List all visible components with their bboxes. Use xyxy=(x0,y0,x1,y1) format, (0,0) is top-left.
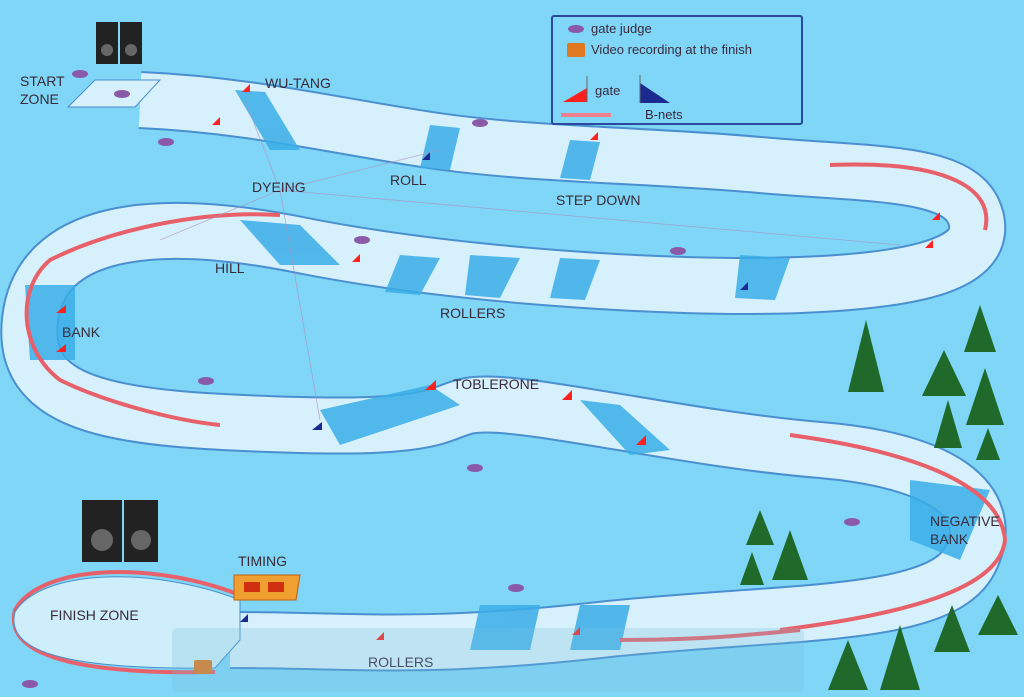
label-start-zone: START xyxy=(20,73,65,89)
gate-icon xyxy=(376,632,384,640)
camera-icon xyxy=(194,660,212,674)
speakers-icon xyxy=(82,500,158,562)
label-wu-tang: WU-TANG xyxy=(265,75,331,91)
label-hill: HILL xyxy=(215,260,245,276)
gate-icon xyxy=(56,305,66,313)
label-roll: ROLL xyxy=(390,172,427,188)
gate-judges xyxy=(22,70,860,688)
gate-icon xyxy=(932,212,940,220)
legend-gate: gate xyxy=(595,82,621,98)
legend: gate judge Video recording at the finish… xyxy=(551,15,803,125)
gate-icon xyxy=(56,344,66,352)
tree-icon xyxy=(880,625,920,690)
gate-icon xyxy=(240,614,248,622)
feature-bands xyxy=(25,90,990,650)
gate-judge-icon xyxy=(198,377,214,385)
gate-icon xyxy=(425,380,436,390)
gate-icon xyxy=(572,627,580,635)
label-start-zone: ZONE xyxy=(20,91,59,107)
gate-icon xyxy=(563,76,588,102)
gate-icon xyxy=(312,422,322,430)
gates xyxy=(56,84,940,640)
label-toblerone: TOBLERONE xyxy=(453,376,539,392)
camera-icon xyxy=(567,42,585,57)
gate-judge-icon xyxy=(568,24,584,33)
gate-icon xyxy=(590,132,598,140)
gate-icon xyxy=(422,152,430,160)
tree-icon xyxy=(966,368,1004,425)
gate-icon xyxy=(636,435,646,445)
tree-icon xyxy=(828,640,868,690)
tree-icon xyxy=(848,320,884,392)
gate-judge-icon xyxy=(22,680,38,688)
gate-judge-icon xyxy=(472,119,488,127)
gate-icon xyxy=(925,240,933,248)
tree-icon xyxy=(922,350,966,396)
label-timing: TIMING xyxy=(238,553,287,569)
label-dyeing: DYEING xyxy=(252,179,306,195)
label-finish-zone: FINISH ZONE xyxy=(50,607,139,623)
trees xyxy=(740,305,1018,690)
judge-sight-lines xyxy=(159,99,901,421)
gate-judge-icon xyxy=(114,90,130,98)
gate-icon xyxy=(242,84,250,92)
tree-icon xyxy=(976,428,1000,460)
gate-icon xyxy=(212,117,220,125)
gate-judge-icon xyxy=(467,464,483,472)
label-rollers-bottom: ROLLERS xyxy=(368,654,433,670)
timing-box-icon xyxy=(233,574,301,601)
label-step-down: STEP DOWN xyxy=(556,192,641,208)
tree-icon xyxy=(772,530,808,580)
tree-icon xyxy=(934,605,970,652)
gate-icon xyxy=(562,390,572,400)
legend-gate-judge: gate judge xyxy=(591,21,652,36)
legend-video: Video recording at the finish xyxy=(591,42,752,57)
tree-icon xyxy=(934,400,962,448)
gate-judge-icon xyxy=(354,236,370,244)
legend-bnets: B-nets xyxy=(645,107,683,122)
gate-judge-icon xyxy=(670,247,686,255)
b-nets xyxy=(11,162,1008,675)
label-bank: BANK xyxy=(62,324,101,340)
label-negative-bank: NEGATIVE xyxy=(930,513,1000,529)
tree-icon xyxy=(978,595,1018,635)
gate-judge-icon xyxy=(72,70,88,78)
gate-icon xyxy=(740,282,748,290)
b-net-icon xyxy=(639,75,671,103)
tree-icon xyxy=(746,510,774,545)
gate-judge-icon xyxy=(508,584,524,592)
gate-judge-icon xyxy=(158,138,174,146)
track xyxy=(0,71,1007,672)
start-zone xyxy=(66,79,162,108)
tree-icon xyxy=(964,305,996,352)
finish-zone xyxy=(13,576,241,669)
label-negative-bank: BANK xyxy=(930,531,969,547)
gate-judge-icon xyxy=(844,518,860,526)
faint-toolbar-overlay xyxy=(172,628,804,692)
b-net-line-icon xyxy=(561,112,611,117)
gate-icon xyxy=(352,254,360,262)
tree-icon xyxy=(740,552,764,585)
label-rollers-top: ROLLERS xyxy=(440,305,505,321)
speakers-icon xyxy=(96,22,142,64)
